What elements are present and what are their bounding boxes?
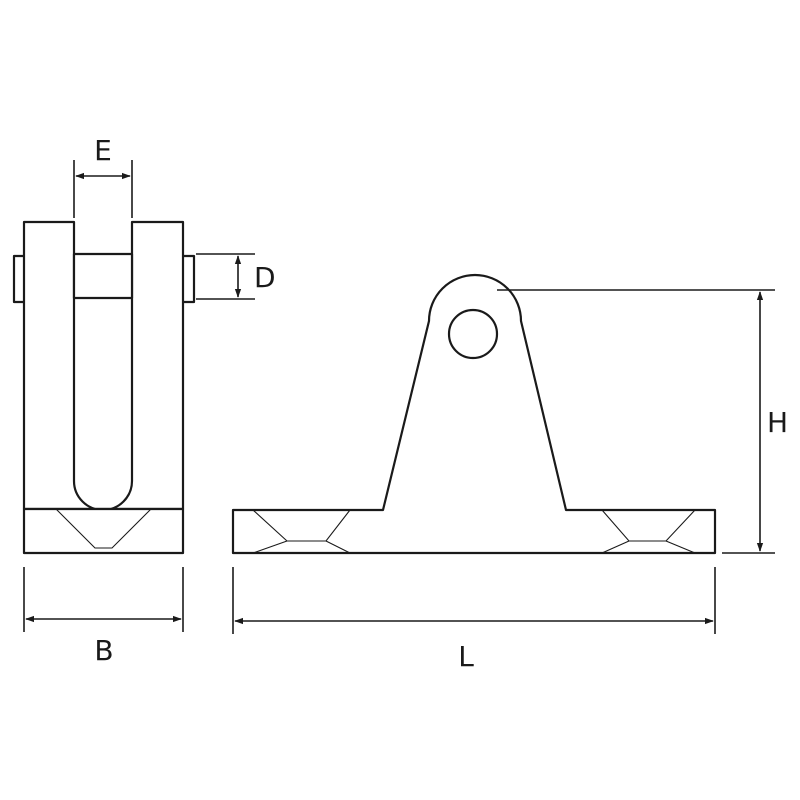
dimension-h: H xyxy=(497,289,788,554)
dimension-d: D xyxy=(196,253,276,300)
label-h: H xyxy=(767,406,788,439)
clevis-pin xyxy=(72,252,134,300)
dimension-e: E xyxy=(73,134,133,218)
dimension-b: B xyxy=(23,567,184,667)
pivot-hole xyxy=(447,308,499,360)
label-b: B xyxy=(94,634,113,667)
label-l: L xyxy=(458,640,474,673)
dimension-l: L xyxy=(232,567,716,673)
label-d: D xyxy=(254,261,276,294)
countersink-right xyxy=(601,509,696,554)
countersink-left xyxy=(252,509,351,554)
front-countersink xyxy=(55,508,152,549)
label-e: E xyxy=(94,134,112,167)
front-view xyxy=(12,220,196,555)
side-view xyxy=(231,273,717,555)
bracket-body xyxy=(231,273,717,555)
front-base xyxy=(22,507,185,555)
